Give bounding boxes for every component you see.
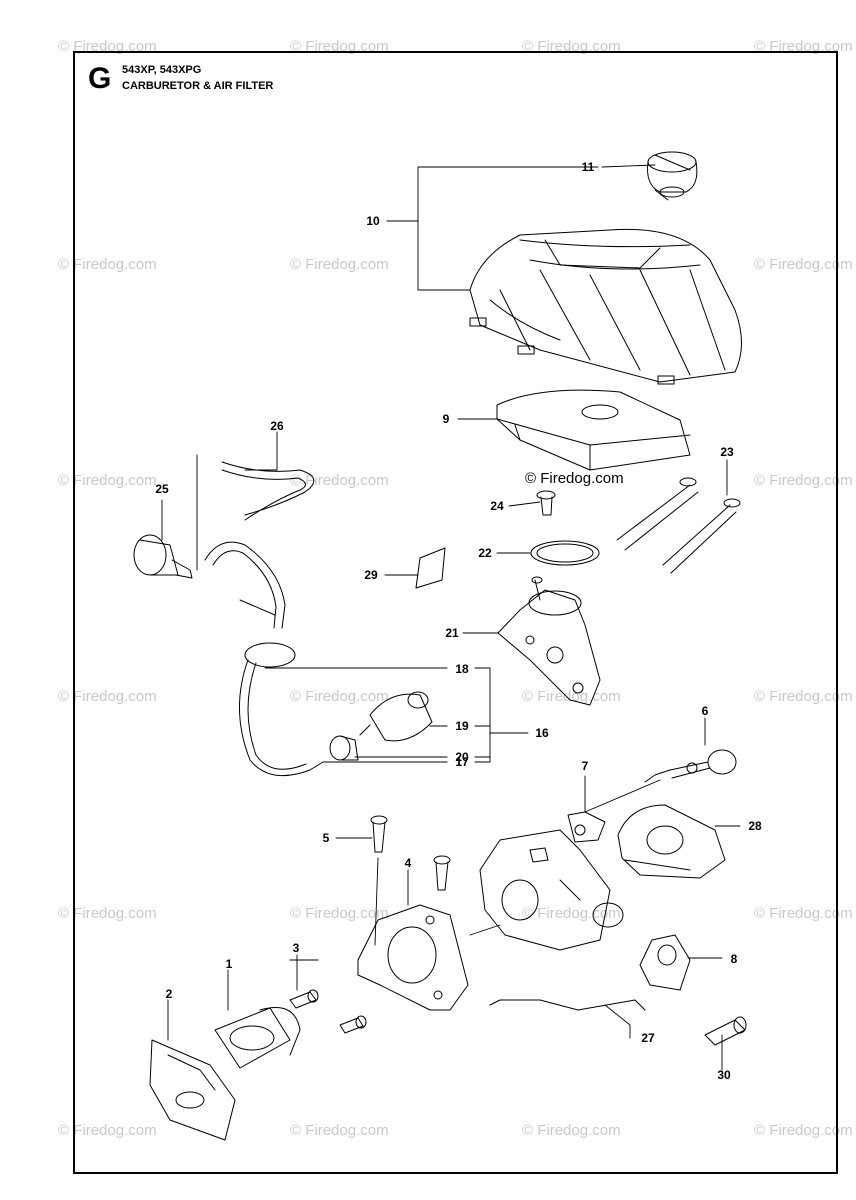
boot-part-8 bbox=[640, 935, 690, 990]
watermark: © Firedog.com bbox=[290, 1122, 389, 1139]
watermark: © Firedog.com bbox=[754, 905, 853, 922]
watermark: © Firedog.com bbox=[754, 38, 853, 55]
watermark: © Firedog.com bbox=[290, 256, 389, 273]
watermark: © Firedog.com bbox=[754, 256, 853, 273]
fuel-filter-part-19 bbox=[360, 692, 432, 741]
callout-25: 25 bbox=[155, 482, 169, 496]
watermark: © Firedog.com bbox=[754, 472, 853, 489]
rod-part-27 bbox=[490, 1000, 645, 1010]
gasket-part-2 bbox=[150, 1040, 235, 1140]
callout-24: 24 bbox=[490, 499, 504, 513]
callout-1: 1 bbox=[225, 957, 233, 971]
callout-19: 19 bbox=[455, 719, 469, 733]
watermark: © Firedog.com bbox=[58, 1122, 157, 1139]
screw-part-24 bbox=[537, 491, 555, 515]
screws-part-5 bbox=[371, 816, 450, 890]
hose-part-26 bbox=[222, 462, 314, 520]
watermark: © Firedog.com bbox=[58, 905, 157, 922]
watermark: © Firedog.com bbox=[290, 905, 389, 922]
fuel-cap-part-25 bbox=[134, 535, 192, 578]
watermark: © Firedog.com bbox=[754, 1122, 853, 1139]
watermark: © Firedog.com bbox=[290, 38, 389, 55]
model-label: 543XP, 543XPG bbox=[122, 64, 202, 76]
callout-29: 29 bbox=[364, 568, 378, 582]
intake-adapter-part-21 bbox=[498, 577, 600, 705]
watermark: © Firedog.com bbox=[290, 688, 389, 705]
watermark: © Firedog.com bbox=[58, 688, 157, 705]
intake-flange-part-1 bbox=[215, 1008, 300, 1069]
watermark: © Firedog.com bbox=[290, 472, 389, 489]
knob-cap-part-11 bbox=[648, 152, 697, 197]
bolts-part-23 bbox=[617, 478, 740, 573]
watermark: © Firedog.com bbox=[522, 1122, 621, 1139]
callout-7: 7 bbox=[581, 759, 589, 773]
callout-22: 22 bbox=[478, 546, 492, 560]
callout-2: 2 bbox=[165, 987, 173, 1001]
callout-20: 20 bbox=[455, 750, 469, 764]
watermark: © Firedog.com bbox=[522, 688, 621, 705]
fuel-hose bbox=[205, 542, 323, 775]
callout-26: 26 bbox=[270, 419, 284, 433]
choke-lever-part-6 bbox=[645, 750, 736, 782]
callout-18: 18 bbox=[455, 662, 469, 676]
watermark: © Firedog.com bbox=[58, 472, 157, 489]
watermark: © Firedog.com bbox=[754, 688, 853, 705]
leader-lines bbox=[162, 165, 740, 1070]
diagram-frame bbox=[73, 51, 838, 1174]
filter-cover-part-10 bbox=[470, 229, 742, 384]
bracket-part-7 bbox=[568, 812, 605, 842]
callout-6: 6 bbox=[701, 704, 709, 718]
spacer-part-28 bbox=[618, 805, 725, 878]
callout-17: 17 bbox=[455, 755, 469, 769]
gasket-ring-part-22 bbox=[531, 541, 599, 565]
watermark: © Firedog.com bbox=[58, 256, 157, 273]
screws-part-3 bbox=[290, 990, 366, 1033]
center-watermark: © Firedog.com bbox=[525, 470, 624, 487]
callout-8: 8 bbox=[730, 952, 738, 966]
callout-5: 5 bbox=[322, 831, 330, 845]
callout-23: 23 bbox=[720, 445, 734, 459]
callout-11: 11 bbox=[581, 160, 595, 174]
sleeve-part-20 bbox=[330, 736, 358, 760]
air-filter-part-9 bbox=[497, 390, 690, 470]
carburetor bbox=[480, 830, 623, 950]
page-title: CARBURETOR & AIR FILTER bbox=[122, 80, 274, 92]
callout-3: 3 bbox=[292, 941, 300, 955]
watermark: © Firedog.com bbox=[58, 38, 157, 55]
callout-27: 27 bbox=[641, 1031, 655, 1045]
watermark: © Firedog.com bbox=[522, 38, 621, 55]
plate-part-29 bbox=[416, 548, 445, 588]
callout-9: 9 bbox=[442, 412, 450, 426]
section-letter: G bbox=[88, 62, 112, 95]
callout-30: 30 bbox=[717, 1068, 731, 1082]
callout-16: 16 bbox=[535, 726, 549, 740]
callout-10: 10 bbox=[366, 214, 380, 228]
callout-21: 21 bbox=[445, 626, 459, 640]
watermark: © Firedog.com bbox=[522, 905, 621, 922]
callout-28: 28 bbox=[748, 819, 762, 833]
carb-holder-part-4 bbox=[358, 905, 468, 1010]
pin-part-30 bbox=[705, 1017, 746, 1045]
callout-4: 4 bbox=[404, 856, 412, 870]
